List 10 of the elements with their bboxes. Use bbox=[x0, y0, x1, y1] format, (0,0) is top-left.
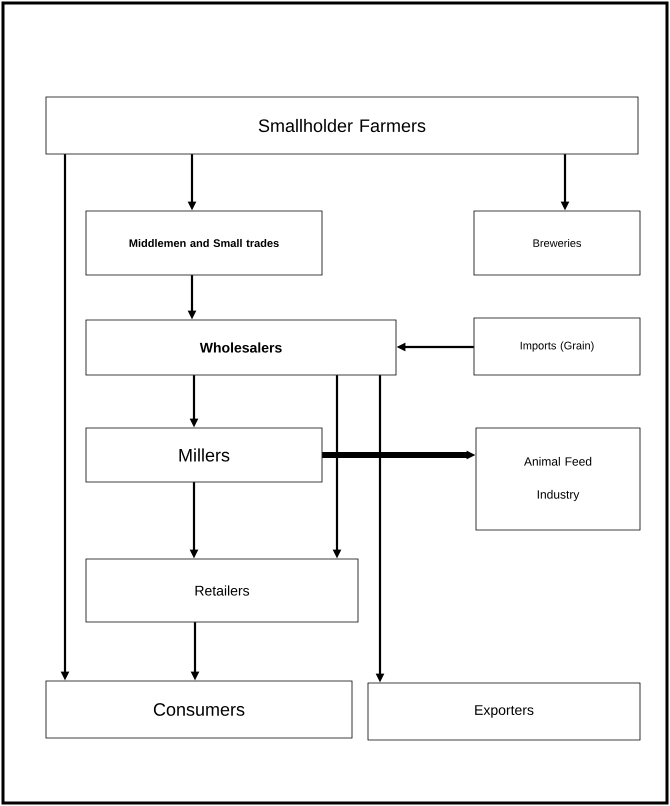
flow-box: Animal Feed Industry bbox=[476, 428, 640, 530]
flow-box: Millers bbox=[86, 428, 322, 482]
flow-box: Breweries bbox=[474, 210, 640, 276]
flow-box: Imports (Grain) bbox=[474, 318, 640, 376]
flow-box: Exporters bbox=[368, 682, 640, 740]
flow-box: Smallholder Farmers bbox=[46, 96, 638, 154]
flow-box: Retailers bbox=[86, 558, 358, 622]
flow-box: Consumers bbox=[46, 680, 352, 738]
flow-box: Middlemen and Small trades bbox=[86, 210, 322, 276]
flow-box: Wholesalers bbox=[86, 320, 396, 376]
